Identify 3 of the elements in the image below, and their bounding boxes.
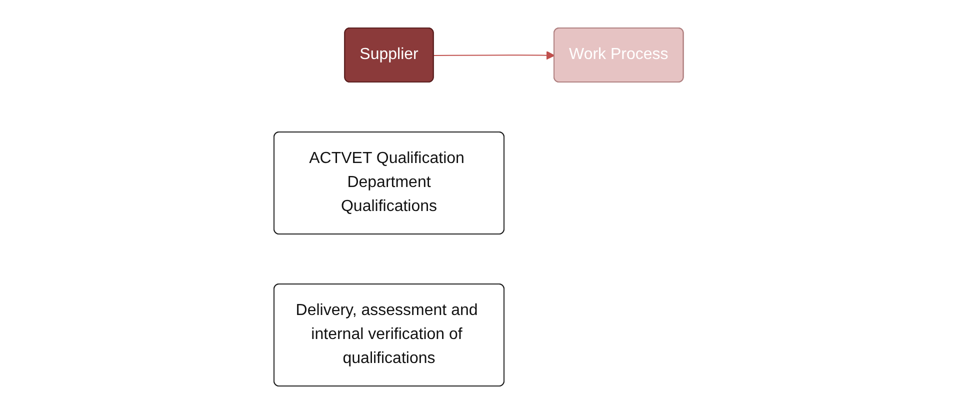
node-text: ACTVET Qualification Department Qualifications — [309, 150, 465, 215]
node-text: Delivery, assessment and internal verification of qualifications — [296, 302, 478, 367]
arrow — [434, 50, 556, 60]
